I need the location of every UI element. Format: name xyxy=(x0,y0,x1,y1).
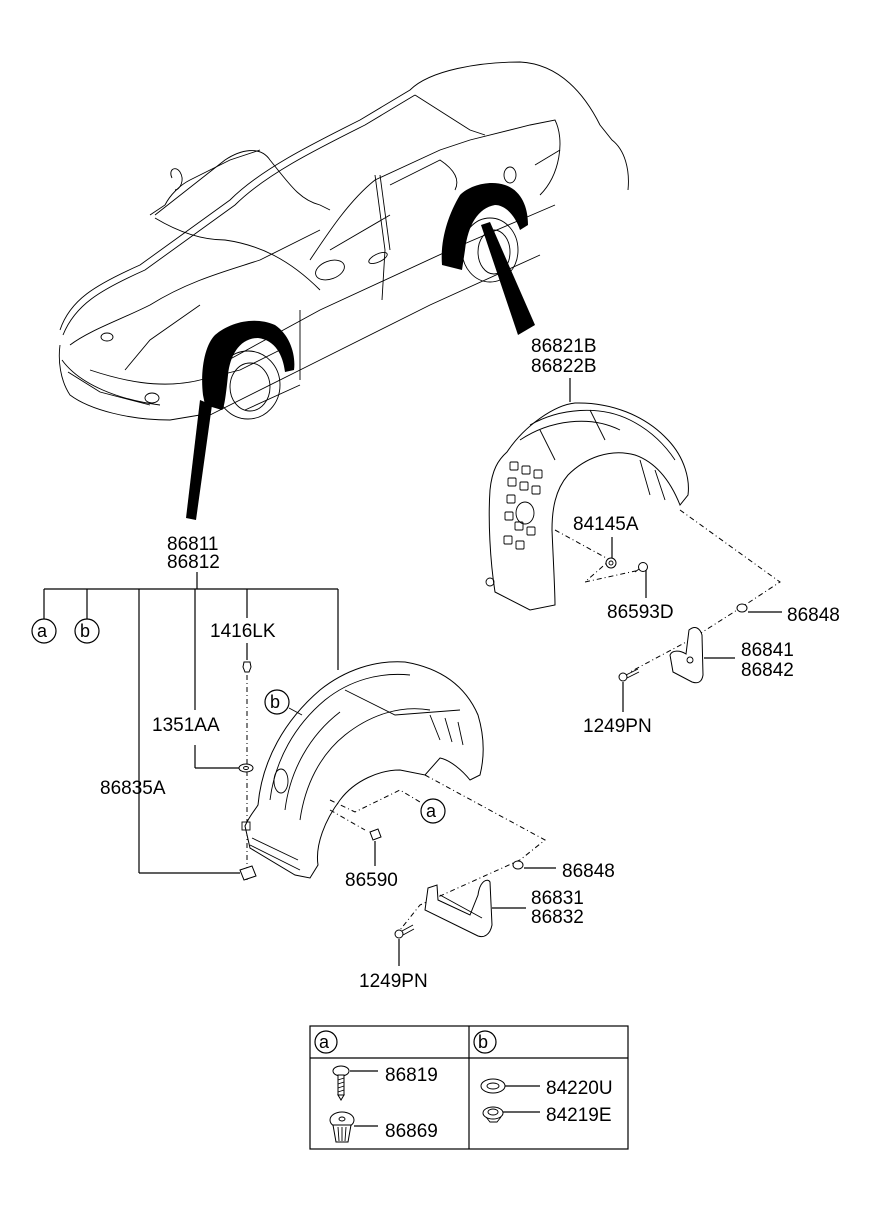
label-86848-rear: 86848 xyxy=(787,605,840,626)
front-liner-highlight xyxy=(202,320,295,410)
screw-icon xyxy=(332,1065,350,1101)
bolt-icon xyxy=(618,668,640,682)
legend-header-a: a xyxy=(314,1030,338,1054)
rear-liner-vent-grid xyxy=(503,461,543,550)
front-wheel-liner-part xyxy=(241,661,484,879)
label-86835A: 86835A xyxy=(100,778,166,799)
washer-icon xyxy=(480,1078,506,1094)
rear-mudguard-part xyxy=(669,627,704,684)
label-86811: 86811 xyxy=(167,534,218,555)
label-86848-front: 86848 xyxy=(562,861,615,882)
legend-item-84219E: 84219E xyxy=(482,1105,612,1126)
label-1249PN-rear: 1249PN xyxy=(583,716,652,737)
nut-icon xyxy=(605,557,617,569)
label-86821B: 86821B xyxy=(531,336,597,357)
fastener-legend-table: a b 86819 8686 xyxy=(309,1025,629,1150)
front-mudguard-part xyxy=(424,879,493,938)
callout-b-liner: b xyxy=(264,689,303,716)
svg-text:b: b xyxy=(270,692,280,712)
bracket-nut-icon xyxy=(239,865,257,881)
label-86812: 86812 xyxy=(167,552,220,573)
screw-icon xyxy=(634,562,648,573)
label-86590: 86590 xyxy=(345,870,398,891)
svg-text:86869: 86869 xyxy=(385,1121,438,1142)
label-86832: 86832 xyxy=(531,907,584,928)
push-clip-icon xyxy=(329,1111,355,1143)
legend-header-b: b xyxy=(473,1030,497,1054)
clip-nut-icon xyxy=(482,1106,504,1123)
legend-item-86819: 86819 xyxy=(332,1065,438,1101)
clip-nut-icon xyxy=(369,828,382,841)
svg-text:b: b xyxy=(478,1032,488,1052)
svg-text:84219E: 84219E xyxy=(546,1105,612,1126)
label-1351AA: 1351AA xyxy=(152,715,220,736)
label-86842: 86842 xyxy=(741,660,794,681)
svg-text:b: b xyxy=(80,621,90,641)
label-1416LK: 1416LK xyxy=(210,621,276,642)
rear-liner-highlight xyxy=(441,183,528,270)
label-86593D: 86593D xyxy=(607,602,674,623)
clip-icon xyxy=(736,603,748,613)
bolt-top-icon xyxy=(242,661,252,673)
label-84145A: 84145A xyxy=(573,514,639,535)
label-86841: 86841 xyxy=(741,640,794,661)
front-liner-group: 86811 86812 a b 1416LK xyxy=(31,534,615,992)
bolt-icon xyxy=(394,924,415,939)
clip-icon xyxy=(512,860,524,870)
label-1249PN-front: 1249PN xyxy=(359,971,428,992)
washer-icon xyxy=(238,763,254,773)
svg-text:a: a xyxy=(426,801,437,821)
callout-b-tree: b xyxy=(74,618,100,644)
car-illustration xyxy=(58,61,629,520)
rear-liner-group: 86821B 86822B xyxy=(485,336,840,737)
front-pointer-wedge xyxy=(186,400,212,520)
svg-text:a: a xyxy=(37,621,48,641)
label-86831: 86831 xyxy=(531,888,584,909)
svg-text:84220U: 84220U xyxy=(546,1078,613,1099)
svg-text:a: a xyxy=(319,1032,330,1052)
label-86822B: 86822B xyxy=(531,356,597,377)
rear-pointer-wedge xyxy=(481,222,535,335)
legend-item-84220U: 84220U xyxy=(480,1078,613,1099)
rear-wheel-liner-part xyxy=(485,402,689,611)
callout-a-liner: a xyxy=(420,798,446,824)
legend-item-86869: 86869 xyxy=(329,1111,438,1143)
callout-a-tree: a xyxy=(31,618,57,644)
svg-text:86819: 86819 xyxy=(385,1065,438,1086)
front-liner-leader-tree xyxy=(43,588,339,874)
